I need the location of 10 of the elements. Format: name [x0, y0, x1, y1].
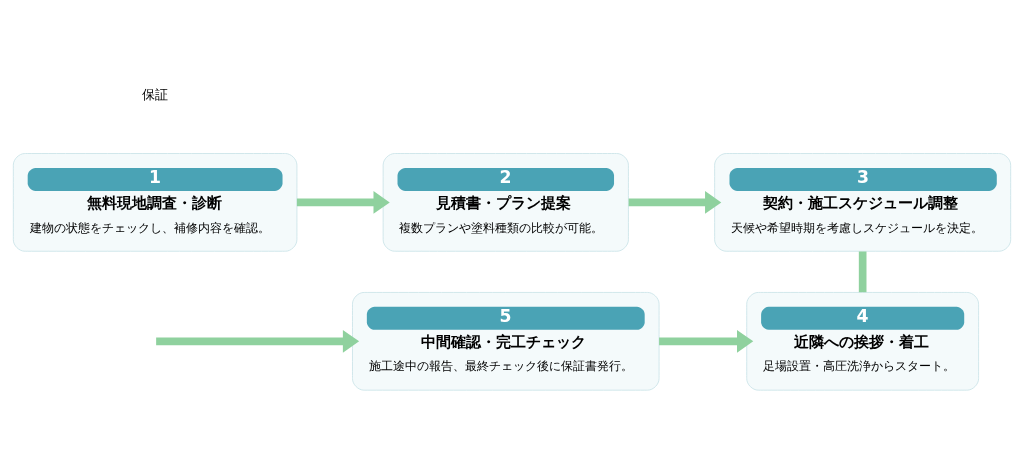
- arrow: [659, 329, 754, 353]
- label: 保証: [142, 86, 169, 102]
- connector: [858, 251, 867, 292]
- node-box: 5 中間確認・完工チェック 施工途中の報告、最終チェック後に保証書発行。: [352, 291, 660, 391]
- arrow: [628, 190, 722, 214]
- node-box: 1 無料現地調査・診断 建物の状態をチェックし、補修内容を確認。: [12, 152, 298, 252]
- node-box: 4 近隣への挨拶・着工 足場設置・高圧洗浄からスタート。: [746, 291, 980, 391]
- arrow: [296, 190, 390, 214]
- node-box: 2 見積書・プラン提案 複数プランや塗料種類の比較が可能。: [382, 152, 629, 252]
- node-box: 3 契約・施工スケジュール調整 天候や希望時期を考慮しスケジュールを決定。: [714, 152, 1012, 252]
